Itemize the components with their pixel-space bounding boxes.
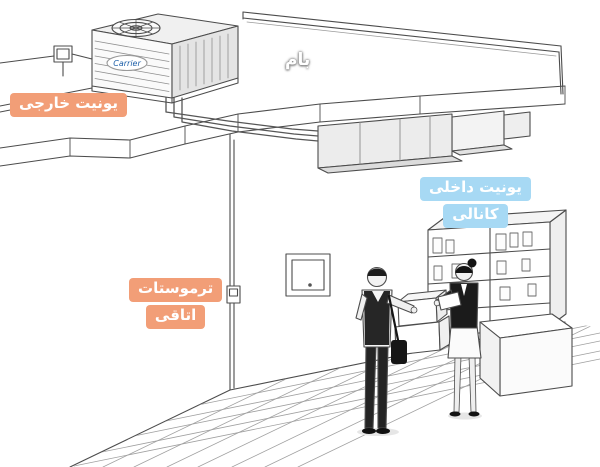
- indoor-duct-unit: [317, 110, 531, 174]
- label-indoor-unit: یونیت داخلی کانالی: [420, 177, 531, 228]
- wall-panel: [285, 253, 331, 297]
- indoor-unit-label-line1: یونیت داخلی: [420, 177, 531, 201]
- figure-shadows: [357, 412, 482, 436]
- condenser-fan: [111, 18, 161, 38]
- label-outdoor-unit: یونیت خارجی: [10, 93, 127, 117]
- outdoor-unit-label-text: یونیت خارجی: [10, 93, 127, 117]
- woman-figure: [433, 258, 482, 417]
- label-roof: بام: [285, 50, 310, 70]
- roof-label-text: بام: [285, 50, 311, 70]
- disconnect-box: [0, 45, 93, 77]
- counter: [479, 313, 573, 397]
- brand-logo-oval: [106, 54, 148, 72]
- thermostat: [226, 139, 241, 389]
- refrigerant-lines: [165, 95, 319, 142]
- roof-structure: [0, 11, 566, 167]
- thermostat-label-line2: اتاقی: [145, 304, 206, 329]
- indoor-unit-label-line2: کانالی: [443, 203, 508, 228]
- thermostat-label-line1: ترموستات: [129, 278, 223, 302]
- label-thermostat: ترموستات اتاقی: [129, 278, 223, 329]
- brand-text: Carrier: [113, 59, 141, 68]
- man-figure: [355, 266, 418, 434]
- rooftop-outdoor-unit: Carrier: [91, 13, 239, 104]
